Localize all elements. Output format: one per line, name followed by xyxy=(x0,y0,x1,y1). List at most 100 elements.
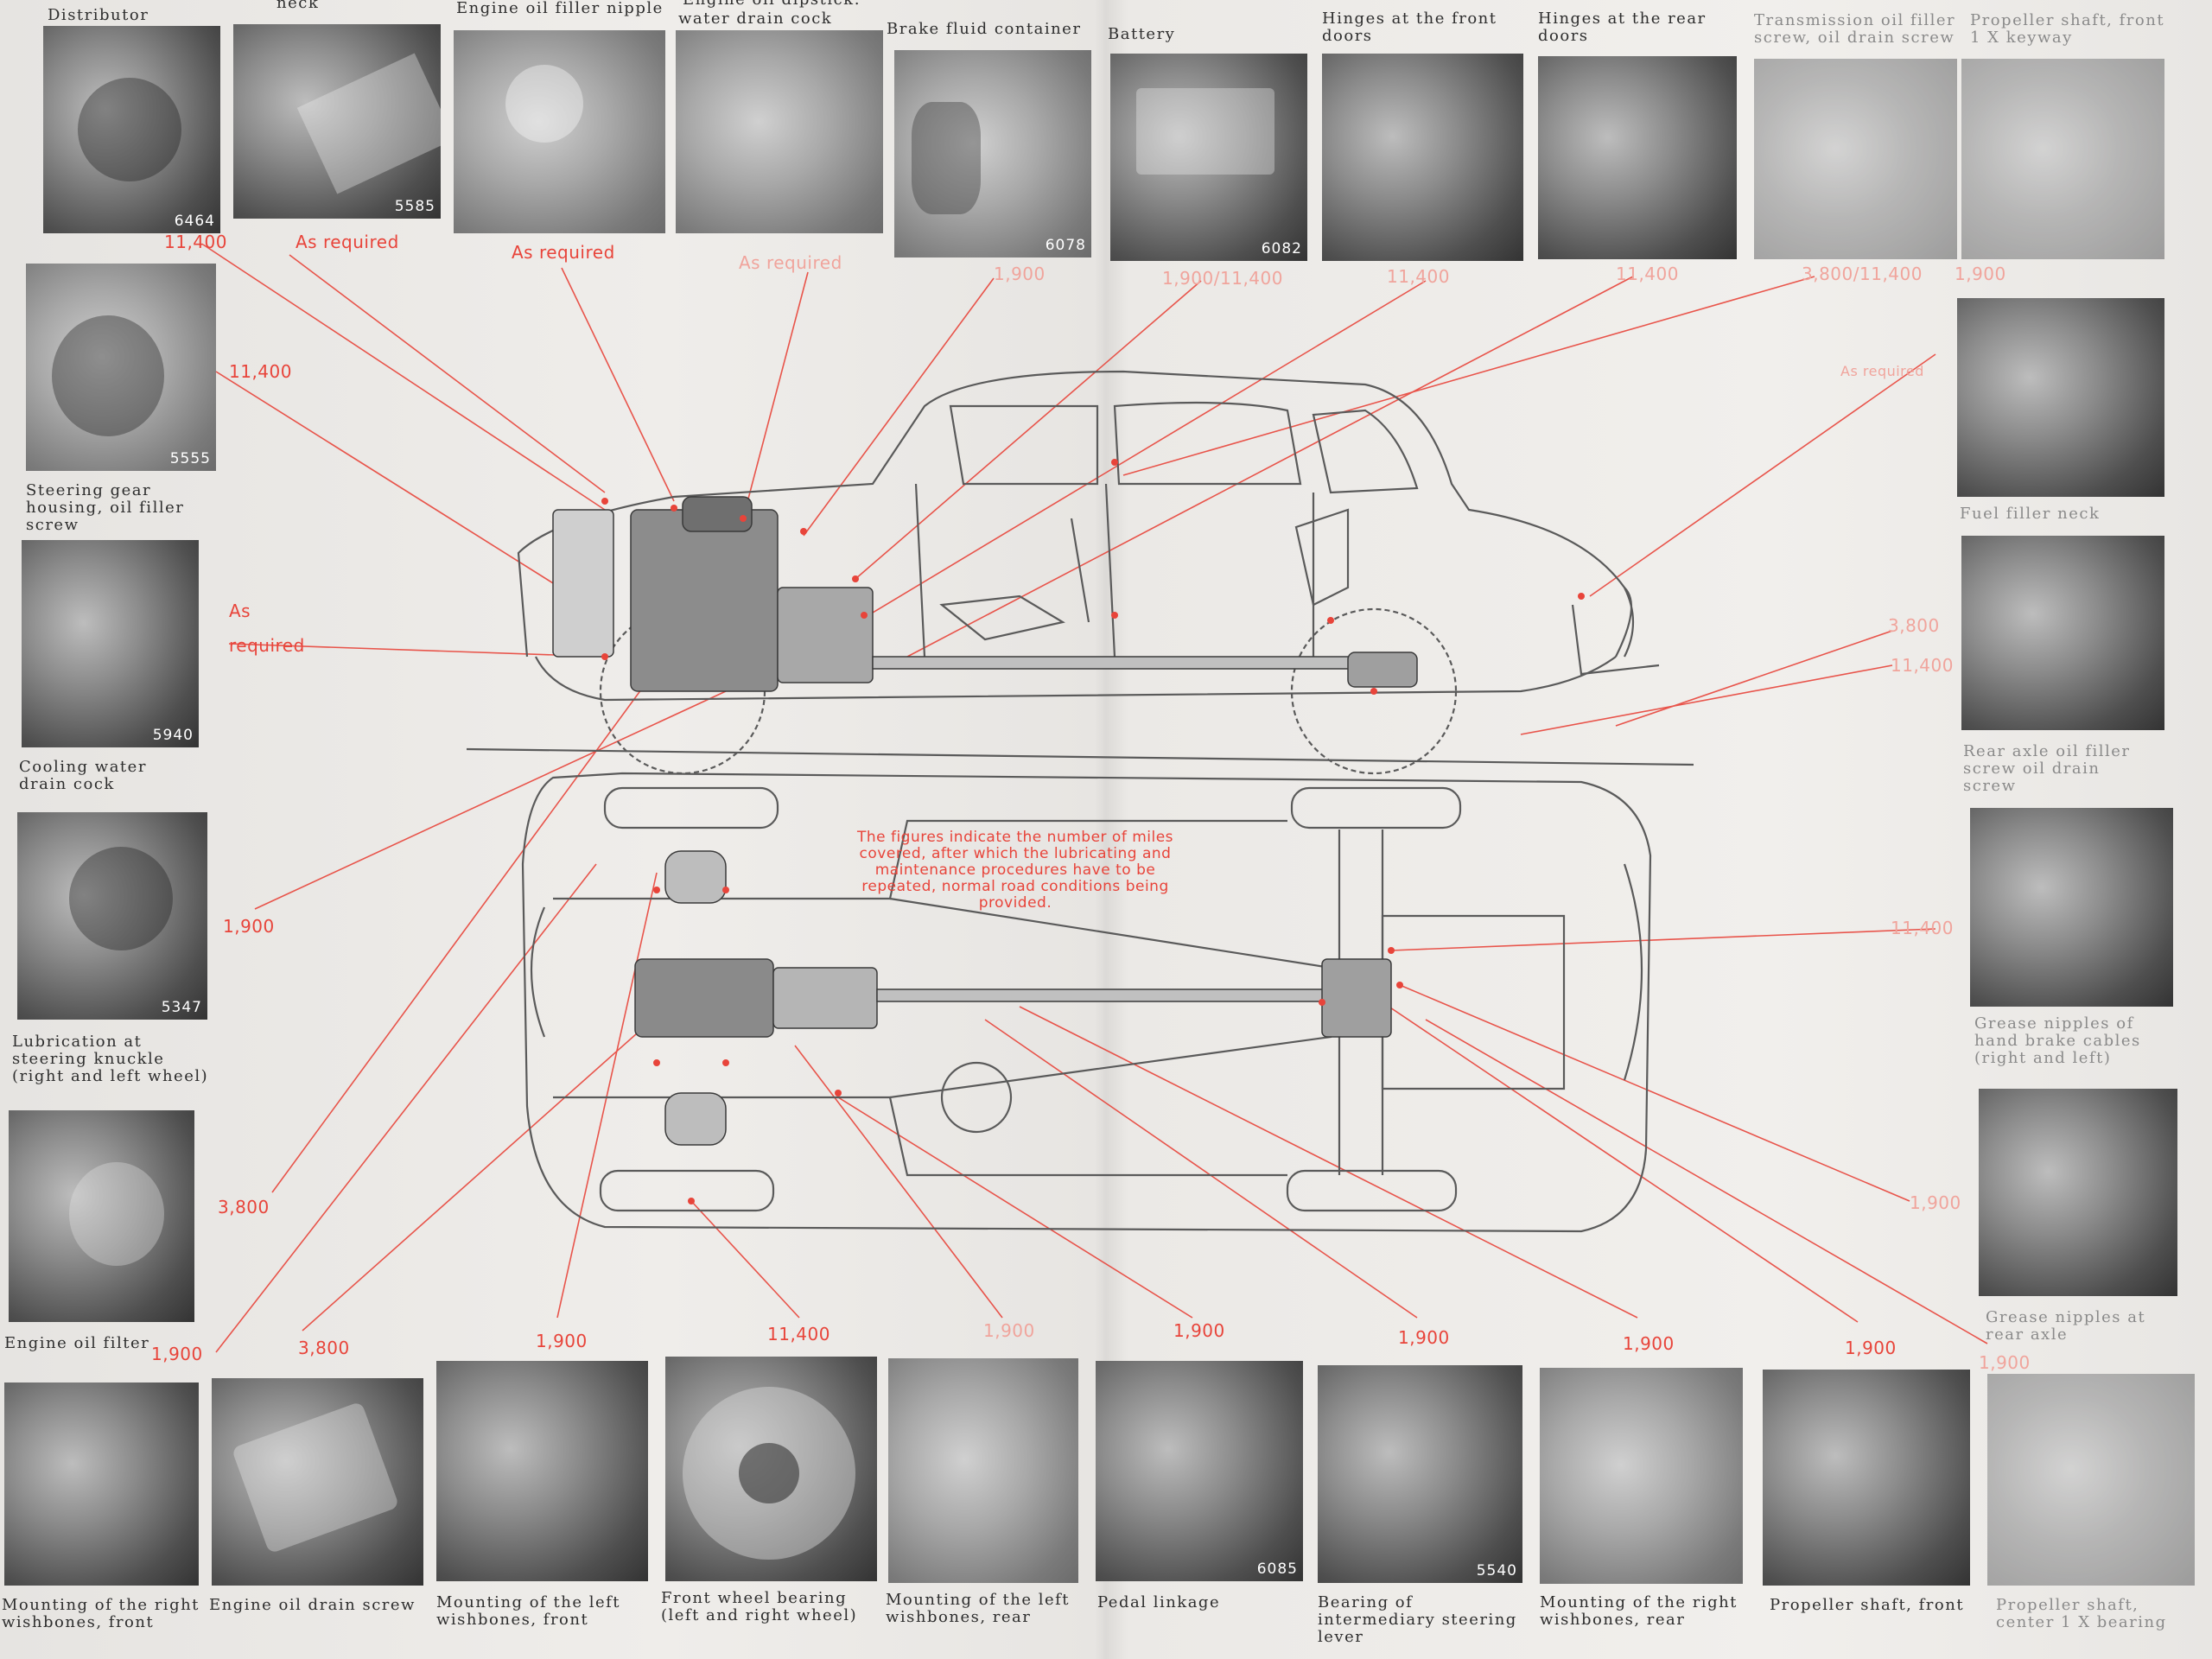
caption-distributor: Distributor xyxy=(48,6,149,24)
photo-number: 5585 xyxy=(394,198,435,215)
interval-label: 1,900/11,400 xyxy=(1162,268,1283,289)
photo-grease-rear xyxy=(1979,1089,2177,1296)
caption-left-wishbones-rear: Mounting of the left wishbones, rear xyxy=(886,1591,1071,1626)
photo-number: 5540 xyxy=(1476,1562,1517,1580)
interval-label: 1,900 xyxy=(1910,1192,1961,1213)
interval-label: As required xyxy=(296,232,399,252)
interval-label: 1,900 xyxy=(1845,1338,1897,1358)
caption-fuel-filler: Fuel filler neck xyxy=(1960,505,2101,523)
photo-number: 6464 xyxy=(174,213,215,230)
interval-label: As xyxy=(229,601,251,621)
caption-oil-filter: Engine oil filter xyxy=(4,1334,150,1352)
photo-left-wishbones-rear xyxy=(888,1358,1078,1583)
interval-label: 1,900 xyxy=(151,1344,203,1364)
photo-oil-filler-nipple xyxy=(454,30,665,233)
interval-label: 3,800 xyxy=(1888,615,1940,636)
caption-pedal-linkage: Pedal linkage xyxy=(1097,1593,1221,1611)
photo-distributor: 6464 xyxy=(43,26,220,233)
caption-battery: Battery xyxy=(1108,25,1176,43)
photo-intermediary-lever: 5540 xyxy=(1318,1365,1522,1583)
photo-number: 5940 xyxy=(152,727,194,744)
photo-propeller-front xyxy=(1763,1370,1970,1586)
interval-label: 3,800 xyxy=(298,1338,350,1358)
caption-grease-rear: Grease nipples at rear axle xyxy=(1986,1308,2146,1344)
interval-label: 1,900 xyxy=(1979,1352,2031,1373)
photo-hinges-front xyxy=(1322,54,1523,261)
interval-label: required xyxy=(229,635,305,656)
interval-label: 1,900 xyxy=(983,1320,1035,1341)
interval-label: 11,400 xyxy=(164,232,227,252)
photo-cooling-water: 5940 xyxy=(22,540,199,747)
interval-label: 1,900 xyxy=(1955,264,2006,284)
caption-neck: neck xyxy=(276,0,320,12)
caption-brake-fluid: Brake fluid container xyxy=(887,20,1082,38)
interval-label: 11,400 xyxy=(767,1324,830,1344)
photo-rear-axle xyxy=(1961,536,2164,730)
engine-top xyxy=(634,850,1392,1146)
explanatory-note: The figures indicate the number of miles… xyxy=(856,829,1174,912)
photo-hand-brake xyxy=(1970,808,2173,1007)
interval-label: 1,900 xyxy=(223,916,275,937)
interval-label: 3,800 xyxy=(218,1197,270,1217)
interval-label: 11,400 xyxy=(1891,918,1954,938)
photo-number: 5347 xyxy=(161,999,202,1016)
photo-number: 5555 xyxy=(169,450,211,467)
caption-right-wishbones-rear: Mounting of the right wishbones, rear xyxy=(1540,1593,1738,1629)
caption-right-wishbones-front: Mounting of the right wishbones, front xyxy=(2,1596,200,1631)
caption-hinges-rear: Hinges at the rear doors xyxy=(1538,10,1707,45)
photo-dipstick xyxy=(676,30,883,233)
photo-hinges-rear xyxy=(1538,56,1737,259)
interval-label: 11,400 xyxy=(1387,266,1450,287)
photo-number: 6082 xyxy=(1261,240,1302,257)
photo-number: 6078 xyxy=(1045,237,1086,254)
photo-fuel-filler xyxy=(1957,298,2164,497)
caption-oil-drain: Engine oil drain screw xyxy=(209,1596,416,1614)
photo-pedal-linkage: 6085 xyxy=(1096,1361,1303,1581)
caption-left-wishbones-front: Mounting of the left wishbones, front xyxy=(436,1593,621,1629)
caption-propeller-top: Propeller shaft, front 1 X keyway xyxy=(1970,11,2165,47)
caption-water-drain: water drain cock xyxy=(678,10,833,28)
interval-label: As required xyxy=(1840,363,1924,379)
interval-label: As required xyxy=(739,252,842,273)
photo-neck: 5585 xyxy=(233,24,441,219)
photo-transmission xyxy=(1754,59,1957,259)
caption-hand-brake: Grease nipples of hand brake cables (rig… xyxy=(1974,1014,2141,1067)
interval-label: 1,900 xyxy=(1173,1320,1225,1341)
photo-steering-gear: 5555 xyxy=(26,264,216,471)
interval-label: 1,900 xyxy=(1623,1333,1675,1354)
photo-oil-drain xyxy=(212,1378,423,1586)
photo-steering-knuckle: 5347 xyxy=(17,812,207,1020)
caption-hinges-front: Hinges at the front doors xyxy=(1322,10,1497,45)
caption-front-wheel-bearing: Front wheel bearing (left and right whee… xyxy=(661,1589,858,1624)
interval-label: 11,400 xyxy=(1891,655,1954,676)
caption-intermediary-lever: Bearing of intermediary steering lever xyxy=(1318,1593,1517,1646)
photo-brake-fluid: 6078 xyxy=(894,50,1091,257)
photo-front-wheel-bearing xyxy=(665,1357,877,1581)
caption-steering-knuckle: Lubrication at steering knuckle (right a… xyxy=(12,1033,209,1085)
interval-label: 1,900 xyxy=(536,1331,588,1351)
photo-oil-filter xyxy=(9,1110,194,1322)
caption-dipstick: Engine oil dipstick: xyxy=(683,0,861,9)
caption-cooling-water: Cooling water drain cock xyxy=(19,758,147,793)
photo-propeller-top xyxy=(1961,59,2164,259)
interval-label: 1,900 xyxy=(994,264,1046,284)
leader-lines xyxy=(202,244,1988,1353)
interval-label: 11,400 xyxy=(229,361,292,382)
photo-right-wishbones-front xyxy=(4,1382,199,1586)
interval-label: As required xyxy=(512,242,615,263)
interval-label: 11,400 xyxy=(1616,264,1679,284)
photo-left-wishbones-front xyxy=(436,1361,648,1581)
photo-battery: 6082 xyxy=(1110,54,1307,261)
photo-number: 6085 xyxy=(1256,1560,1298,1578)
caption-propeller-front: Propeller shaft, front xyxy=(1770,1596,1965,1614)
caption-oil-filler-nipple: Engine oil filler nipple xyxy=(456,0,664,17)
interval-label: 3,800/11,400 xyxy=(1802,264,1923,284)
caption-propeller-center: Propeller shaft, center 1 X bearing xyxy=(1996,1596,2167,1631)
interval-label: 1,900 xyxy=(1398,1327,1450,1348)
caption-rear-axle: Rear axle oil filler screw oil drain scr… xyxy=(1963,742,2131,795)
photo-propeller-center xyxy=(1987,1374,2195,1586)
photo-right-wishbones-rear xyxy=(1540,1368,1743,1584)
lubrication-points xyxy=(601,459,1585,1205)
